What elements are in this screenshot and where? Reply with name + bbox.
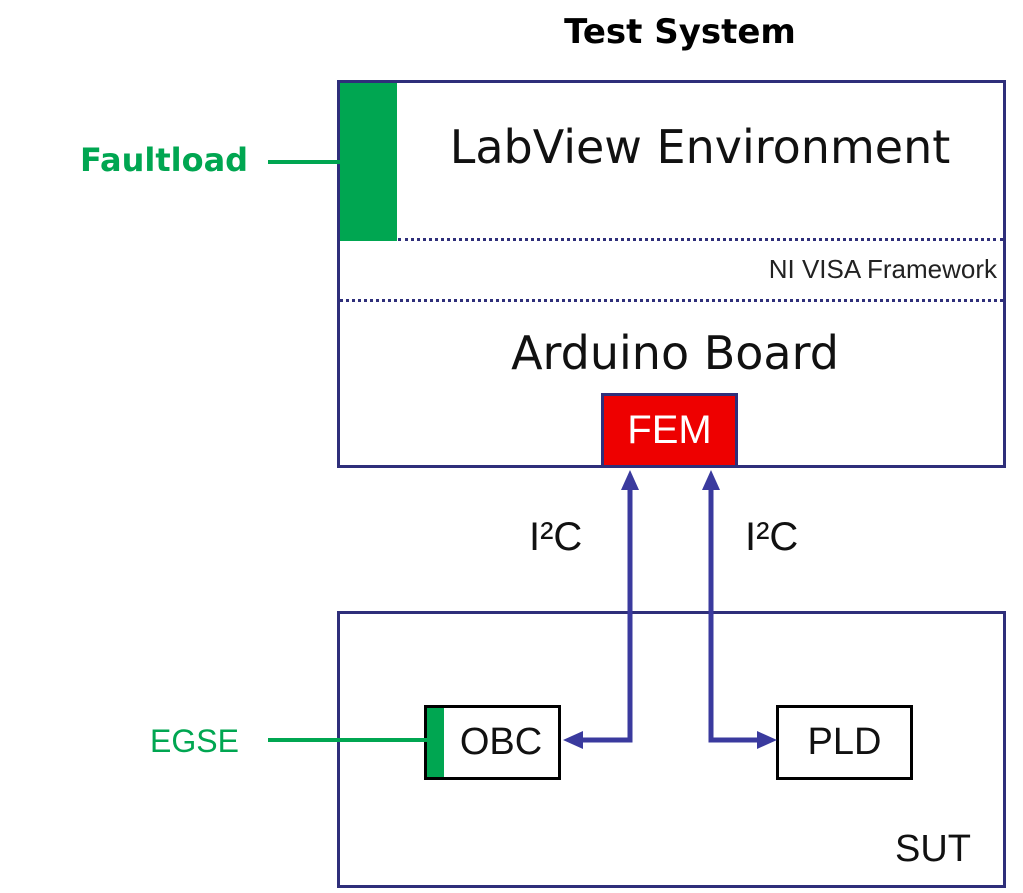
labview-divider — [398, 238, 1003, 241]
faultload-label: Faultload — [80, 141, 249, 179]
ni-visa-framework-label: NI VISA Framework — [768, 254, 997, 284]
egse-marker — [427, 708, 444, 777]
egse-label: EGSE — [150, 723, 239, 759]
labview-environment-label: LabView Environment — [449, 120, 951, 174]
faultload-marker — [340, 83, 397, 241]
i2c-label-left: I²C — [529, 515, 583, 559]
i2c-left-arrow-up — [621, 470, 639, 490]
fem-label: FEM — [627, 408, 712, 452]
obc-label: OBC — [459, 721, 543, 763]
visa-divider — [340, 299, 1003, 302]
i2c-right-arrow-up — [702, 470, 720, 490]
fem-block: FEM — [601, 393, 738, 468]
pld-block: PLD — [776, 705, 913, 780]
arduino-board-label: Arduino Board — [511, 326, 839, 380]
pld-label: PLD — [807, 721, 882, 763]
diagram-title: Test System — [564, 12, 796, 52]
sut-label: SUT — [895, 828, 971, 870]
obc-block — [424, 705, 561, 780]
i2c-label-right: I²C — [745, 515, 799, 559]
